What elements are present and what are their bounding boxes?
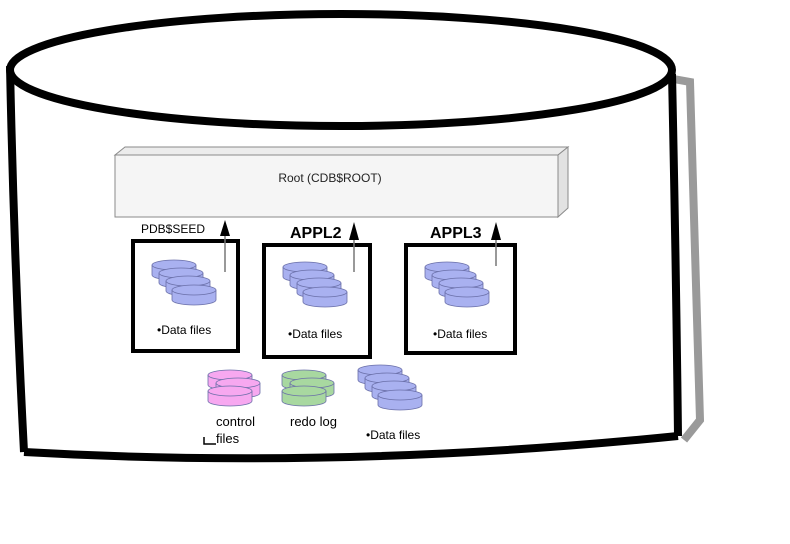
pdb-name-appl3: APPL3 [430,225,482,242]
appl3-data-files-label: •Data files [433,327,488,341]
appl2-data-files-label: •Data files [288,327,343,341]
control-files-label: control files [216,414,256,446]
arrow-up-icon [349,222,359,272]
arrow-up-icon [220,220,230,272]
pdbseed-data-files-label: •Data files [157,323,212,337]
control-files-stack-icon [207,369,261,407]
pdb-box-appl3 [404,243,517,355]
root-container-bar [113,145,570,219]
pdb-box-appl2 [262,243,372,359]
redo-log-stack-icon [281,369,335,407]
root-label: Root (CDB$ROOT) [278,171,382,185]
redo-log-label: redo log [290,414,337,429]
arrow-up-icon [491,222,501,266]
pdb-name-appl2: APPL2 [290,225,342,242]
pdb-box-pdbseed [131,239,240,353]
pdb-name-pdbseed: PDB$SEED [141,222,206,236]
cdb-data-files-label: •Data files [366,428,421,442]
